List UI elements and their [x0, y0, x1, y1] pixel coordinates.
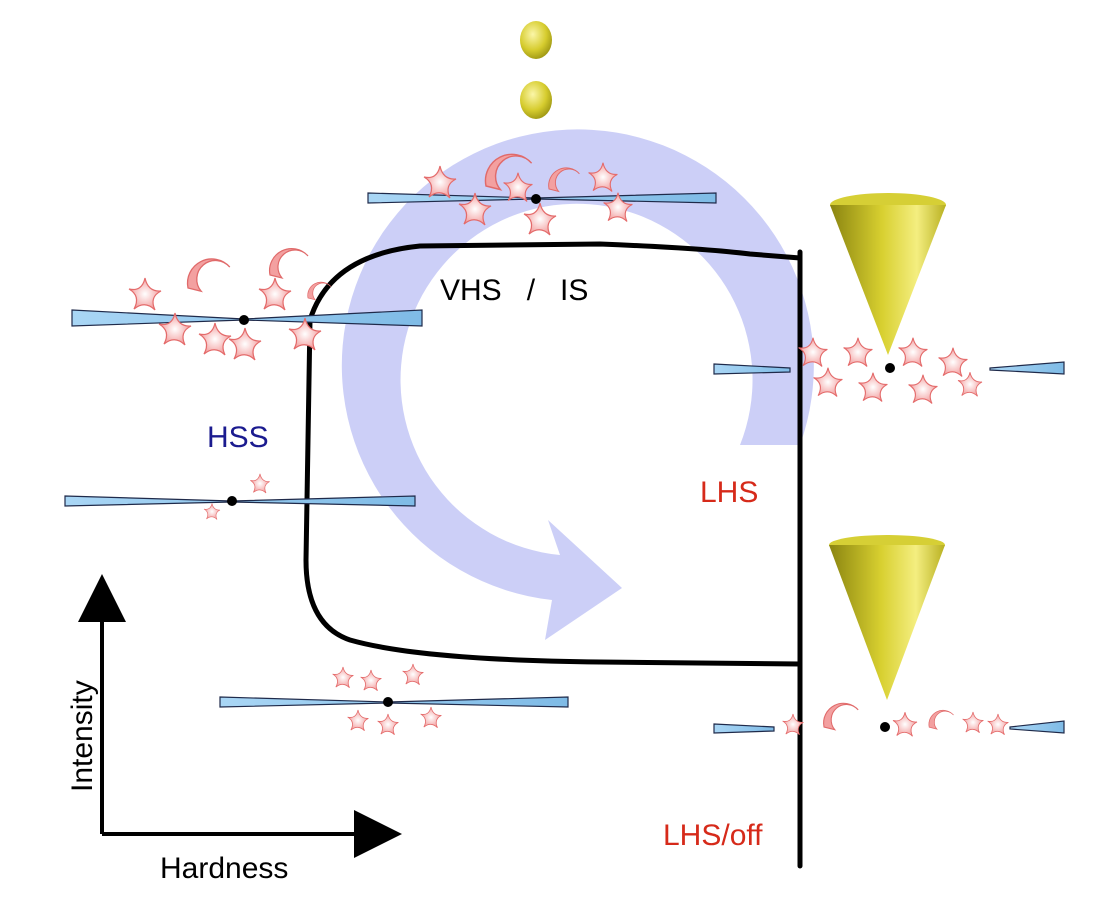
lhs-label: LHS [700, 476, 758, 509]
corona-cloud-icon [782, 702, 1009, 737]
hss-label: HSS [207, 421, 269, 454]
accretion-disk-icon [64, 495, 416, 507]
jet-cone-icon [830, 193, 946, 355]
hysteresis-track [303, 241, 803, 869]
lhs-off-label: LHS/off [663, 819, 763, 852]
accretion-disk-icon [71, 309, 423, 327]
accretion-disk-icon [219, 696, 569, 708]
hardness-axis-label: Hardness [160, 852, 288, 885]
corona-cloud-icon [203, 473, 270, 520]
ejected-blob-icon [520, 21, 552, 119]
axes [78, 574, 402, 858]
vhs-is-label: VHS / IS [440, 274, 588, 307]
intensity-axis-label: Intensity [66, 680, 99, 792]
accretion-disk-icon [713, 720, 1065, 734]
accretion-disk-icon [713, 361, 1065, 375]
corona-cloud-icon [128, 247, 332, 361]
jet-cone-icon [829, 535, 945, 700]
accretion-disk-icon [367, 192, 717, 204]
cycle-arrow [341, 129, 814, 640]
